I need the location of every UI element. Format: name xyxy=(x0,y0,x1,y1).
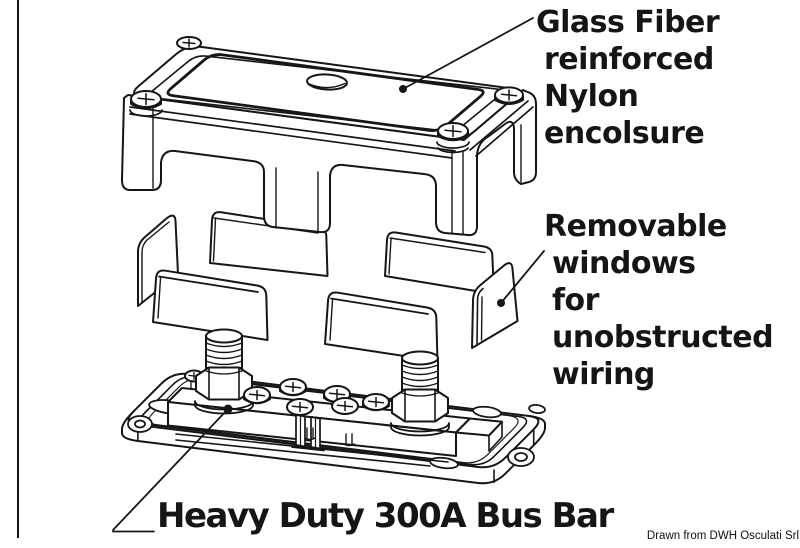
label-windows-line: unobstructed xyxy=(552,320,774,355)
terminal-screws-back xyxy=(279,378,390,412)
label-windows-line: windows xyxy=(552,246,696,281)
right-stud xyxy=(390,350,450,437)
label-windows-line: Removable xyxy=(544,209,727,244)
cover-hole xyxy=(306,73,348,91)
left-stud xyxy=(194,328,254,415)
enclosure-drawing xyxy=(121,36,537,237)
terminal-screws-front xyxy=(243,386,359,416)
label-enclosure-line: reinforced xyxy=(544,42,714,77)
label-windows: Removable windows for unobstructed wirin… xyxy=(544,208,774,393)
window-panel-front-middle xyxy=(324,291,439,362)
callout-dot-windows xyxy=(497,299,505,307)
window-panel-right-side xyxy=(471,262,519,349)
label-enclosure-line: Nylon xyxy=(544,79,639,114)
base-drawing xyxy=(121,328,546,485)
label-enclosure: Glass Fiber reinforced Nylon encolsure xyxy=(536,4,720,152)
leader-windows xyxy=(497,250,545,307)
label-windows-line: wiring xyxy=(552,357,655,392)
label-enclosure-line: encolsure xyxy=(544,116,705,151)
page-border-line xyxy=(17,0,19,538)
callout-dot-enclosure xyxy=(399,85,407,93)
leader-lines xyxy=(112,17,545,533)
window-panel-left-side xyxy=(137,214,179,307)
label-busbar: Heavy Duty 300A Bus Bar xyxy=(157,496,614,536)
cover-corner-screw-nw xyxy=(176,36,202,50)
cover-corner-screw-ne xyxy=(494,86,524,105)
leader-busbar xyxy=(112,404,233,533)
label-enclosure-line: Glass Fiber xyxy=(536,5,720,40)
window-panel-back-right xyxy=(384,231,495,295)
cover-corner-screw-sw xyxy=(129,90,163,117)
cover-corner-screw-se xyxy=(436,122,470,154)
leader-enclosure xyxy=(399,17,534,93)
window-panel-front-left xyxy=(152,269,269,341)
label-windows-line: for xyxy=(552,283,599,318)
callout-dot-busbar xyxy=(223,404,233,414)
screw-shanks xyxy=(304,427,355,447)
credit-line: Drawn from DWH Osculati Srl xyxy=(646,530,799,542)
fuse-clip xyxy=(291,414,325,452)
